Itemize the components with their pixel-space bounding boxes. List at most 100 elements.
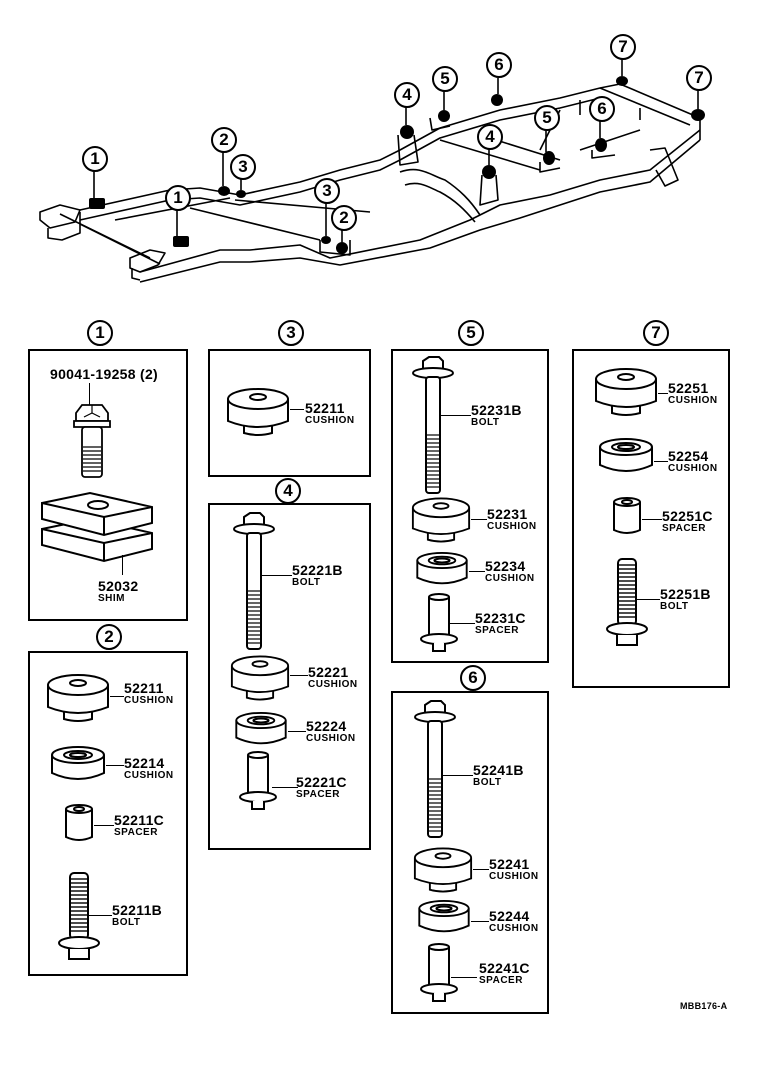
part-number: 52211B [112, 902, 163, 918]
overview-callout-4[interactable]: 4 [394, 82, 420, 108]
part-label: 52244 CUSHION [489, 909, 539, 934]
leader-line [449, 623, 475, 624]
leader-line [654, 461, 668, 462]
group-4-callout: 4 [275, 478, 301, 504]
part-name: CUSHION [668, 395, 718, 406]
long-bolt-icon [412, 356, 454, 494]
part-number: 52251B [660, 586, 711, 602]
leader-line [272, 787, 298, 788]
overview-callout-2[interactable]: 2 [211, 127, 237, 153]
ring-cushion-icon [51, 746, 105, 780]
group-1-callout: 1 [87, 320, 113, 346]
part-number: 52241 [489, 856, 530, 872]
overview-callout-1[interactable]: 1 [82, 146, 108, 172]
part-name: SPACER [114, 827, 158, 838]
overview-callout-4[interactable]: 4 [477, 124, 503, 150]
overview-callout-2[interactable]: 2 [331, 205, 357, 231]
ring-cushion-icon [418, 899, 470, 933]
overview-callout-5[interactable]: 5 [432, 66, 458, 92]
bolt-icon [58, 872, 100, 960]
part-number: 52231 [487, 506, 528, 522]
part-name: CUSHION [124, 695, 174, 706]
part-number: 52241C [479, 960, 530, 976]
part-number: 90041-19258 (2) [50, 366, 159, 382]
part-name: SHIM [98, 593, 125, 604]
part-label: 52231C SPACER [475, 611, 526, 636]
cushion-icon [413, 847, 473, 893]
part-name: CUSHION [489, 871, 539, 882]
part-name: SPACER [479, 975, 523, 986]
part-label: 52221C SPACER [296, 775, 347, 800]
part-name: CUSHION [306, 733, 356, 744]
part-number: 52241B [473, 762, 524, 778]
spacer-icon [613, 497, 641, 534]
part-label: 52211B BOLT [112, 903, 162, 928]
part-label: 52211 CUSHION [124, 681, 174, 706]
part-label: 52241B BOLT [473, 763, 524, 788]
part-label: 52211 CUSHION [305, 401, 355, 426]
part-number: 52214 [124, 755, 165, 771]
part-name: CUSHION [668, 463, 718, 474]
part-label: 52224 CUSHION [306, 719, 356, 744]
part-label: 52032 SHIM [98, 579, 138, 604]
part-label: 52221 CUSHION [308, 665, 358, 690]
part-name: CUSHION [305, 415, 355, 426]
long-bolt-icon [414, 700, 456, 838]
part-label: 52231B BOLT [471, 403, 522, 428]
part-label: 52231 CUSHION [487, 507, 537, 532]
leader-line [288, 731, 306, 732]
overview-callout-5[interactable]: 5 [534, 105, 560, 131]
part-name: CUSHION [124, 770, 174, 781]
part-name: CUSHION [489, 923, 539, 934]
part-name: BOLT [292, 577, 321, 588]
overview-callout-3[interactable]: 3 [230, 154, 256, 180]
flanged-spacer-icon [420, 943, 458, 1002]
overview-callout-6[interactable]: 6 [486, 52, 512, 78]
long-bolt-icon [233, 512, 275, 650]
overview-callout-7[interactable]: 7 [610, 34, 636, 60]
leader-line [106, 765, 124, 766]
diagram-code: MBB176-A [680, 1001, 728, 1011]
leader-line [262, 575, 292, 576]
group-5-callout: 5 [458, 320, 484, 346]
leader-line [89, 383, 90, 405]
overview-callout-3[interactable]: 3 [314, 178, 340, 204]
part-name: CUSHION [487, 521, 537, 532]
group-2-callout: 2 [96, 624, 122, 650]
leader-line [473, 869, 489, 870]
leader-line [443, 775, 473, 776]
part-number: 52211C [114, 812, 165, 828]
flange-bolt-icon [73, 404, 111, 478]
frame-drawing [39, 57, 705, 283]
leader-line [88, 915, 112, 916]
group-5-panel: 52231B BOLT 52231 CUSHION 52234 CUSHION [391, 349, 549, 663]
group-6-callout: 6 [460, 665, 486, 691]
leader-line [471, 519, 487, 520]
overview-callout-6[interactable]: 6 [589, 96, 615, 122]
part-number: 52231C [475, 610, 526, 626]
group-1-panel: 90041-19258 (2) 52032 SHIM [28, 349, 188, 621]
overview-callout-1[interactable]: 1 [165, 185, 191, 211]
part-number: 52251C [662, 508, 713, 524]
part-label: 52251B BOLT [660, 587, 711, 612]
group-3-panel: 52211 CUSHION [208, 349, 371, 477]
part-label: 52251C SPACER [662, 509, 713, 534]
part-label: 52241 CUSHION [489, 857, 539, 882]
group-6-panel: 52241B BOLT 52241 CUSHION 52244 CUSHION [391, 691, 549, 1014]
part-number: 52254 [668, 448, 709, 464]
part-name: SPACER [662, 523, 706, 534]
cushion-icon [47, 674, 109, 722]
part-number: 52244 [489, 908, 530, 924]
group-2-panel: 52211 CUSHION 52214 CUSHION 52211C SPACE… [28, 651, 188, 976]
part-number: 52234 [485, 558, 526, 574]
leader-line [451, 977, 477, 978]
cushion-icon [411, 497, 471, 543]
flanged-spacer-icon [239, 751, 277, 810]
overview-callout-7[interactable]: 7 [686, 65, 712, 91]
part-label: 52221B BOLT [292, 563, 343, 588]
spacer-icon [65, 804, 93, 841]
group-4-panel: 52221B BOLT 52221 CUSHION 52224 CUSHION [208, 503, 371, 850]
leader-line [636, 599, 660, 600]
group-7-callout: 7 [643, 320, 669, 346]
leader-line [469, 571, 485, 572]
